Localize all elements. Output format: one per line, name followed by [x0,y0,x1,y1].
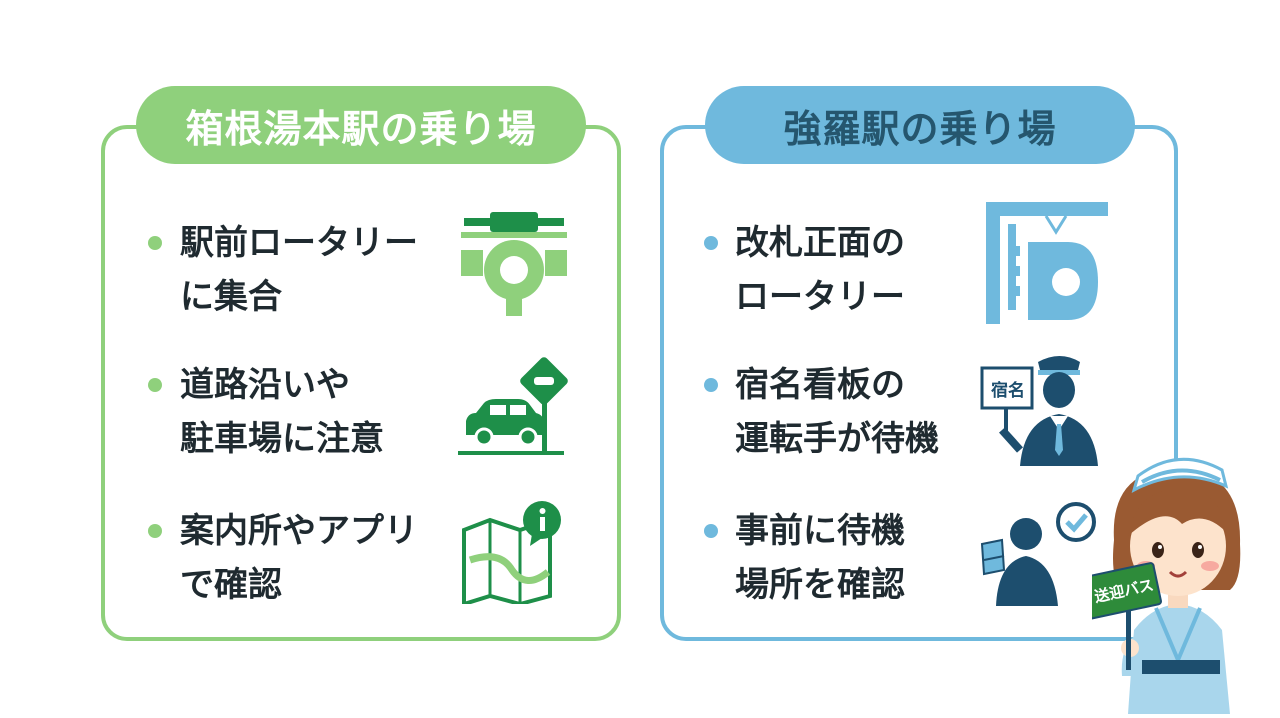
left-item-2-text: 道路沿いや 駐車場に注意 [180,358,384,466]
driver-sign-text: 宿名 [991,381,1025,401]
bullet-dot [148,378,162,392]
car-parking-sign-icon [458,357,568,455]
right-item-2-line2: 運転手が待機 [735,419,939,459]
right-item-3-text: 事前に待機 場所を確認 [735,504,905,612]
person-checking-icon [980,502,1096,606]
driver-with-sign-icon [980,356,1098,466]
right-item-1-text: 改札正面の ロータリー [735,216,905,324]
mascot-character: 送迎バス [1078,440,1262,718]
right-item-3-line2: 場所を確認 [735,565,905,605]
left-item-2-line1: 道路沿いや [180,365,350,405]
right-item-3-line1: 事前に待機 [735,511,905,551]
map-info-icon [462,501,561,604]
right-item-2-text: 宿名看板の 運転手が待機 [735,358,939,466]
left-item-3-text: 案内所やアプリ で確認 [180,504,418,612]
left-item-1-line1: 駅前ロータリー [180,223,418,263]
left-item-1-line2: に集合 [180,277,282,317]
right-item-1-line1: 改札正面の [735,223,905,263]
bullet-dot [704,236,718,250]
hakone-yumoto-title: 箱根湯本駅の乗り場 [136,86,586,164]
bullet-dot [148,236,162,250]
bullet-dot [148,524,162,538]
right-item-2-line1: 宿名看板の [735,365,905,405]
left-item-1-text: 駅前ロータリー に集合 [180,216,418,324]
right-item-1-line2: ロータリー [735,277,905,317]
gora-title: 強羅駅の乗り場 [705,86,1135,164]
station-layout-icon [986,202,1108,324]
left-item-3-line1: 案内所やアプリ [180,511,418,551]
bullet-dot [704,378,718,392]
left-item-2-line2: 駐車場に注意 [180,419,384,459]
roundabout-icon [461,212,567,316]
bullet-dot [704,524,718,538]
left-item-3-line2: で確認 [180,565,282,605]
mascot-illustration [1078,457,1241,714]
